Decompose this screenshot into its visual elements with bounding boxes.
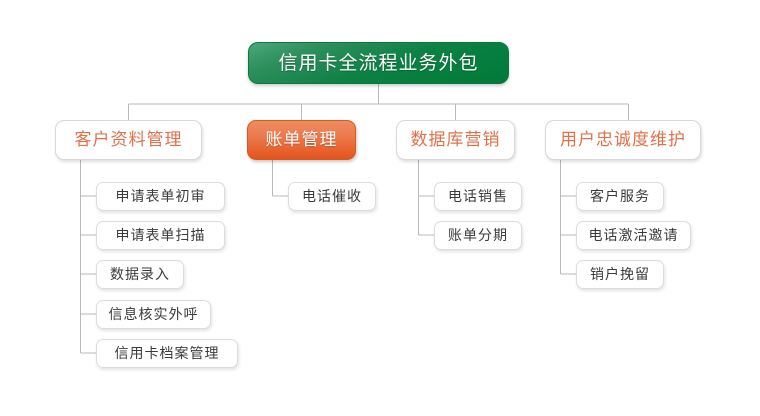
branch-node-label: 用户忠诚度维护: [560, 129, 686, 150]
leaf-node[interactable]: 信用卡档案管理: [96, 339, 238, 368]
leaf-node-label: 申请表单初审: [115, 188, 206, 205]
root-node[interactable]: 信用卡全流程业务外包: [248, 42, 509, 84]
branch-node-label: 客户资料管理: [74, 129, 183, 150]
branch-node-loyalty[interactable]: 用户忠诚度维护: [545, 120, 701, 160]
branch-node-customer-data[interactable]: 客户资料管理: [55, 120, 202, 160]
leaf-node[interactable]: 数据录入: [96, 260, 184, 289]
leaf-node[interactable]: 电话销售: [434, 182, 522, 211]
leaf-node[interactable]: 账单分期: [434, 221, 522, 250]
leaf-node[interactable]: 客户服务: [576, 182, 664, 211]
branch-node-database-marketing[interactable]: 数据库营销: [396, 120, 515, 160]
leaf-node-label: 销户挽留: [590, 266, 650, 283]
leaf-node[interactable]: 申请表单扫描: [96, 221, 225, 250]
root-node-label: 信用卡全流程业务外包: [278, 51, 479, 74]
leaf-node-label: 电话销售: [448, 188, 508, 205]
branch-node-billing[interactable]: 账单管理: [247, 120, 356, 160]
leaf-node[interactable]: 申请表单初审: [96, 182, 225, 211]
leaf-node-label: 账单分期: [448, 227, 508, 244]
leaf-node[interactable]: 电话催收: [288, 182, 376, 211]
leaf-node-label: 信用卡档案管理: [114, 345, 220, 362]
branch-node-label: 数据库营销: [410, 129, 501, 150]
leaf-node[interactable]: 信息核实外呼: [96, 300, 211, 329]
leaf-node-label: 电话催收: [302, 188, 362, 205]
leaf-node-label: 数据录入: [110, 266, 170, 283]
leaf-node-label: 信息核实外呼: [108, 306, 199, 323]
leaf-node[interactable]: 电话激活邀请: [576, 221, 691, 250]
leaf-node-label: 客户服务: [590, 188, 650, 205]
leaf-node[interactable]: 销户挽留: [576, 260, 664, 289]
leaf-node-label: 电话激活邀请: [588, 227, 679, 244]
branch-node-label: 账单管理: [265, 129, 338, 150]
leaf-node-label: 申请表单扫描: [115, 227, 206, 244]
